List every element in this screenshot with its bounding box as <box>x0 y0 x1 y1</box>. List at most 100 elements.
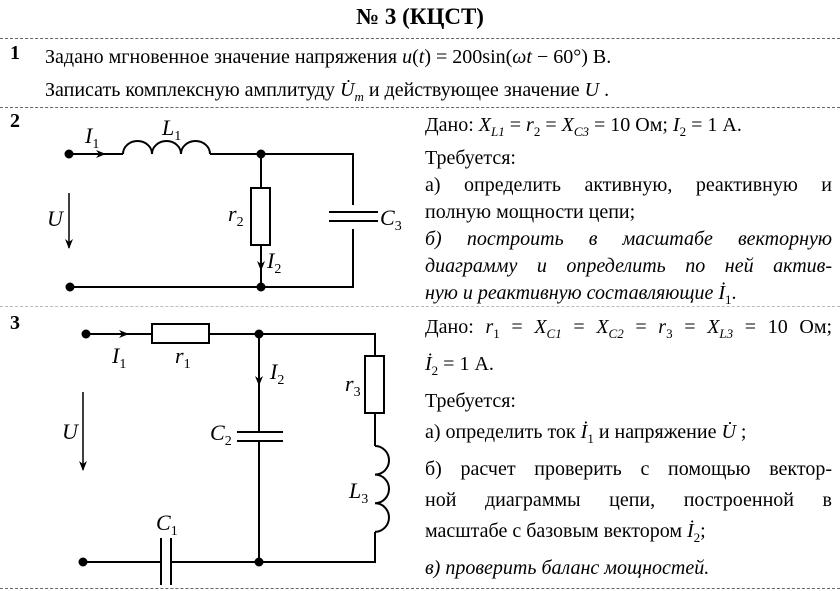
junction <box>254 557 264 567</box>
text-line: ную и реактивную составляющие İ1. <box>425 280 832 313</box>
divider <box>0 107 840 108</box>
text-segment: U <box>584 79 600 101</box>
text-line: б) расчет проверить с помощью вектор- <box>425 454 832 485</box>
text-segment: İ <box>580 421 588 443</box>
text-segment: = <box>504 114 527 136</box>
text-segment: ной диаграммы цепи, построенной в <box>425 489 832 511</box>
text-segment: Дано: <box>425 114 479 136</box>
text-line: ной диаграммы цепи, построенной в <box>425 485 832 516</box>
text-line: в) проверить баланс мощностей. <box>425 553 832 584</box>
text-segment: − 60°) В. <box>531 46 612 68</box>
label-l1: L1 <box>161 115 181 144</box>
text-segment: X <box>707 316 720 338</box>
terminal <box>81 329 91 339</box>
text-segment: İ <box>425 353 432 375</box>
label-r3: r3 <box>345 371 361 400</box>
wire <box>69 153 354 288</box>
task-3-text: Дано: r1 = XC1 = XC2 = r3 = XL3 = 10 Ом;… <box>425 312 832 584</box>
text-segment: а) определить активную, реактивную и <box>425 174 832 196</box>
page-title: № 3 (КЦСТ) <box>356 4 484 29</box>
text-segment: r <box>485 316 494 338</box>
text-line: а) определить ток İ1 и напряжение U̇ ; <box>425 417 832 454</box>
subscript: m <box>354 89 364 104</box>
text-segment: = 10 Ом; <box>588 114 673 136</box>
text-segment: = <box>540 114 562 136</box>
text-segment: Требуется: <box>425 390 516 412</box>
task-number-1: 1 <box>10 42 20 64</box>
resistor-r3 <box>364 355 385 414</box>
text-segment: = <box>623 316 659 338</box>
text-line: масштабе с базовым вектором İ2; <box>425 516 832 553</box>
subscript: 2 <box>533 124 541 139</box>
text-segment: X <box>534 316 547 338</box>
terminal <box>65 282 75 292</box>
text-segment: б) расчет проверить с помощью вектор- <box>425 458 832 480</box>
text-segment: . <box>731 282 737 304</box>
text-segment: t <box>418 46 425 68</box>
label-c3: C3 <box>380 205 402 234</box>
text-line: диаграмму и определить по ней актив- <box>425 253 832 280</box>
circuit-3-labels: I1 r1 I2 r3 U C2 L3 C1 <box>62 343 368 539</box>
text-segment: масштабе с базовым вектором <box>425 520 687 542</box>
subscript: 1 <box>493 326 500 341</box>
text-segment: Задано мгновенное значение напряжения <box>45 46 403 68</box>
text-segment: r <box>526 114 534 136</box>
text-segment: u <box>402 46 413 68</box>
terminal <box>78 557 88 567</box>
subscript: 2 <box>431 363 439 378</box>
text-segment: U̇ <box>339 79 355 101</box>
text-segment: и напряжение <box>593 421 722 443</box>
subscript: L3 <box>719 326 734 341</box>
text-segment: ; <box>735 421 747 443</box>
subscript: 2 <box>693 530 701 545</box>
divider <box>0 588 840 589</box>
text-line: İ2 = 1 А. <box>425 349 832 386</box>
circuit-3 <box>78 323 390 585</box>
label-r1: r1 <box>175 343 191 372</box>
text-segment: ; <box>700 520 706 542</box>
task-2-text: Дано: XL1 = r2 = XC3 = 10 Ом; I2 = 1 А.Т… <box>425 112 832 313</box>
text-segment: = <box>561 316 597 338</box>
divider <box>0 38 840 39</box>
subscript: 1 <box>587 431 594 446</box>
text-segment: = <box>499 316 535 338</box>
text-line: Дано: XL1 = r2 = XC3 = 10 Ом; I2 = 1 А. <box>425 112 832 145</box>
subscript: C3 <box>573 124 589 139</box>
label-c2: C2 <box>210 420 232 449</box>
text-segment: r <box>658 316 667 338</box>
text-line: Дано: r1 = XC1 = XC2 = r3 = XL3 = 10 Ом; <box>425 312 832 349</box>
text-line: б) построить в масштабе векторную <box>425 226 832 253</box>
label-i2: I2 <box>266 248 281 277</box>
subscript: 3 <box>666 326 673 341</box>
subscript: C1 <box>546 326 562 341</box>
task-1-text: Задано мгновенное значение напряжения u(… <box>45 41 825 113</box>
junction <box>256 149 266 159</box>
resistor-r2 <box>250 187 271 246</box>
junction <box>254 329 264 339</box>
inductor-l1 <box>122 140 211 155</box>
text-segment: = 1 А. <box>686 114 742 136</box>
inductor-l3 <box>374 445 390 533</box>
text-segment: Записать комплексную амплитуду <box>45 79 340 101</box>
text-line: а) определить активную, реактивную и <box>425 172 832 199</box>
resistor-r1 <box>151 323 210 344</box>
text-segment: ωt <box>512 46 532 68</box>
text-segment: X <box>478 114 491 136</box>
text-segment: диаграмму и определить по ней актив- <box>425 255 832 277</box>
terminal <box>64 149 74 159</box>
label-u: U <box>47 206 65 231</box>
text-segment: U̇ <box>721 421 736 443</box>
circuit-2 <box>64 140 378 292</box>
task-number-3: 3 <box>10 312 20 334</box>
subscript: C2 <box>608 326 624 341</box>
text-segment: и действующее значение <box>363 79 585 101</box>
text-line: Записать комплексную амплитуду U̇m и дей… <box>45 74 825 113</box>
text-segment: ) = 200sin( <box>424 46 513 68</box>
circuit-2-labels: I1 L1 U r2 I2 C3 <box>47 115 402 277</box>
text-segment: İ <box>686 520 694 542</box>
text-segment: а) определить ток <box>425 421 581 443</box>
text-segment: Дано: <box>425 316 486 338</box>
text-segment: = 1 А. <box>438 353 494 375</box>
